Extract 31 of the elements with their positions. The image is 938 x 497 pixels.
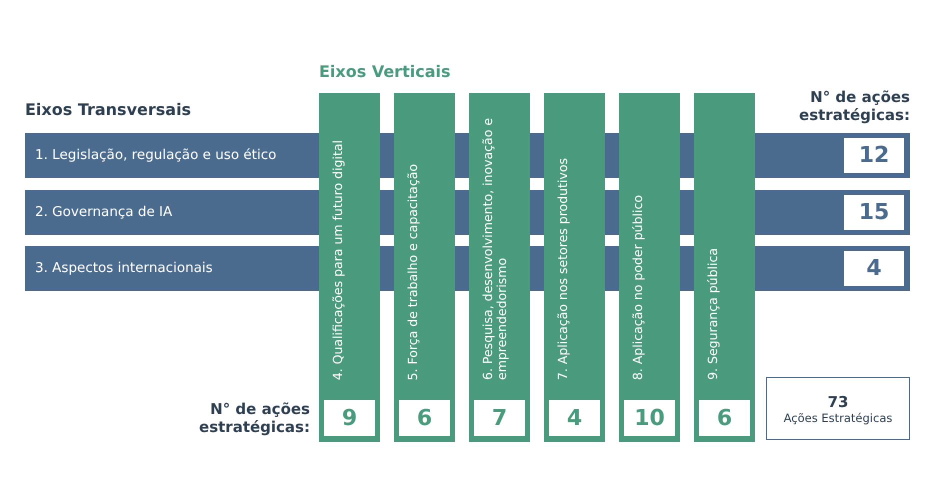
axis-label: 7. Aplicação nos setores produtivos [556,158,570,380]
axis-label: 6. Pesquisa, desenvolvimento, inovação e empreendedorismo [481,116,509,380]
vertical-axis-bar [469,93,530,442]
axis-label: 4. Qualificações para um futuro digital [331,140,345,380]
count-box: 4 [549,400,600,436]
total-count: 73 [828,392,848,410]
count-box: 6 [699,400,750,436]
vertical-axis-bar [319,93,380,442]
axis-label: 3. Aspectos internacionais [35,259,213,278]
vertical-axis-bar [394,93,455,442]
axis-label: 8. Aplicação no poder público [631,194,645,380]
axis-label: 1. Legislação, regulação e uso ético [35,146,276,165]
axis-label: 9. Segurança pública [706,248,720,380]
count-box: 15 [844,195,904,230]
vertical-axis-bar [619,93,680,442]
count-box: 4 [844,251,904,286]
vertical-axis-bar [544,93,605,442]
section-heading: Eixos Verticais [319,62,450,81]
total-caption: Ações Estratégicas [784,410,892,424]
count-heading: N° de ações estratégicas: [798,88,910,124]
axis-label: 2. Governança de IA [35,203,172,222]
count-box: 7 [474,400,525,436]
total-box [766,377,910,440]
count-box: 10 [624,400,675,436]
vertical-axis-bar [694,93,755,442]
axis-label: 5. Força de trabalho e capacitação [406,164,420,380]
count-heading: N° de ações estratégicas: [198,400,310,436]
count-box: 12 [844,138,904,173]
count-box: 9 [324,400,375,436]
count-box: 6 [399,400,450,436]
section-heading: Eixos Transversais [25,100,192,119]
